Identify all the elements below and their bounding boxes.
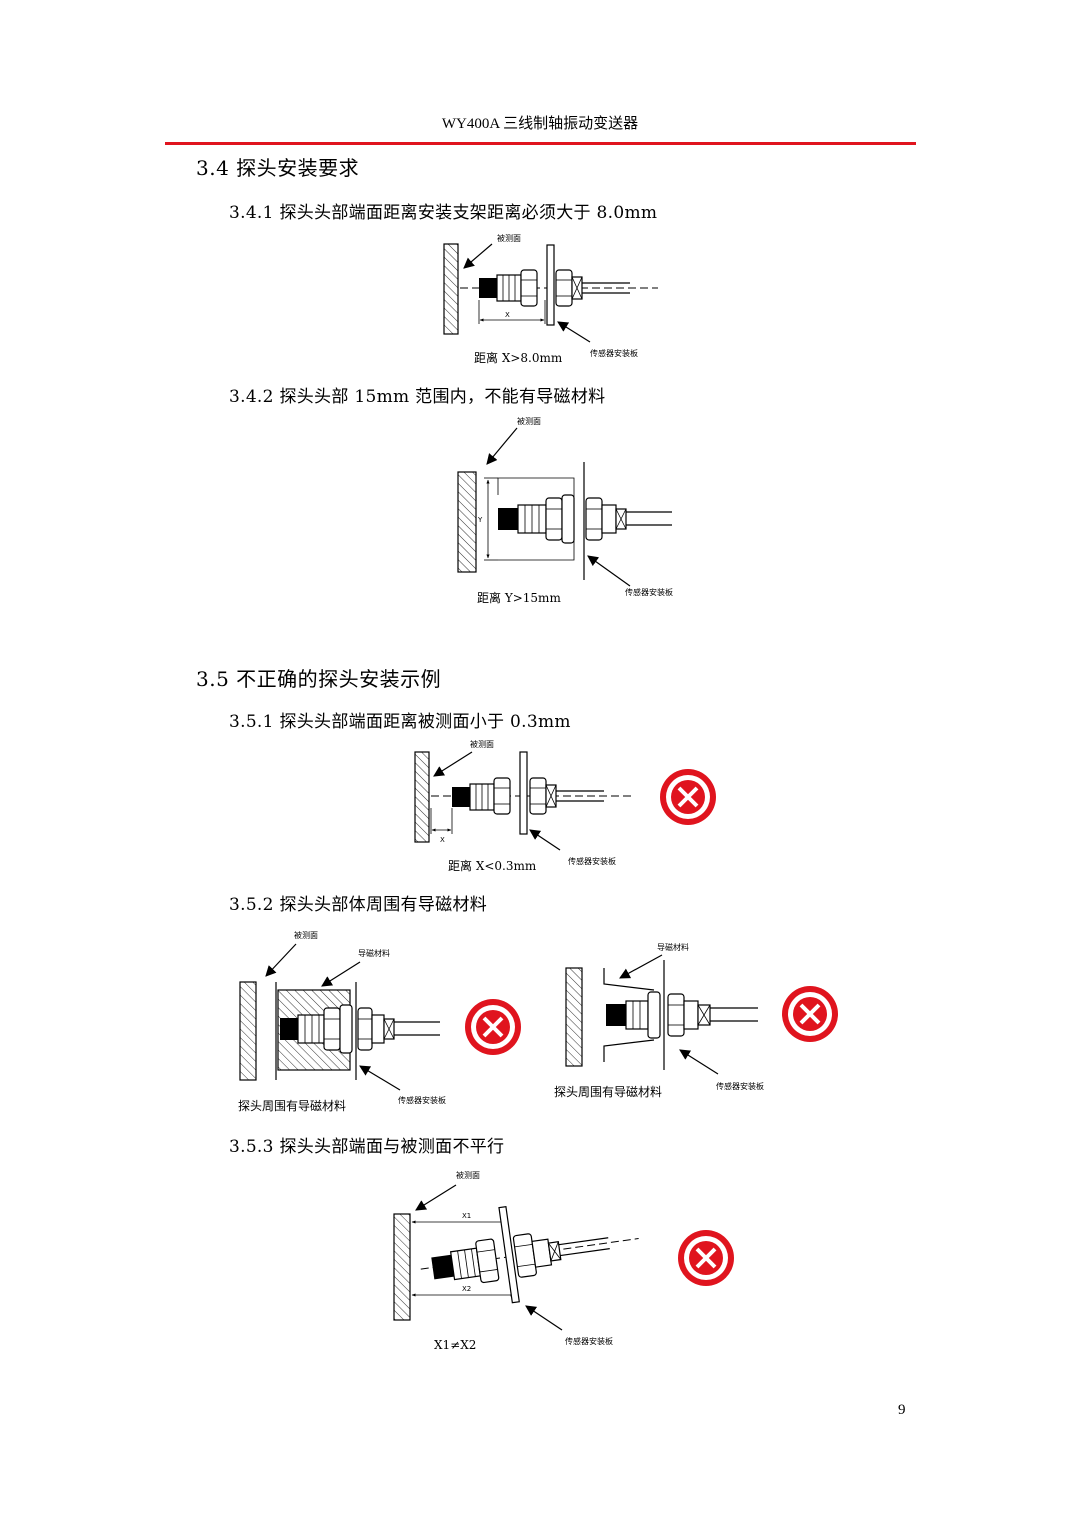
wrong-icon — [782, 986, 838, 1042]
section-3-4-2-title: 3.4.2 探头头部 15mm 范围内，不能有导磁材料 — [229, 387, 606, 407]
label-magnetic-material: 导磁材料 — [657, 942, 689, 952]
caption-fig4b: 探头周围有导磁材料 — [554, 1084, 662, 1099]
label-mount-plate: 传感器安装板 — [625, 587, 673, 597]
caption-fig3: 距离 X<0.3mm — [448, 858, 537, 873]
label-mount-plate: 传感器安装板 — [398, 1095, 446, 1105]
caption-fig2: 距离 Y>15mm — [477, 590, 561, 605]
header-rule — [165, 142, 916, 145]
section-3-5-1-title: 3.5.1 探头头部端面距离被测面小于 0.3mm — [229, 712, 571, 732]
label-mount-plate: 传感器安装板 — [590, 348, 638, 358]
wrong-icon — [465, 999, 521, 1055]
label-measured-surface: 被测面 — [456, 1170, 480, 1180]
page-header: WY400A 三线制轴振动变送器 — [441, 116, 639, 132]
label-measured-surface: 被测面 — [294, 930, 318, 940]
wrong-icon — [660, 769, 716, 825]
section-3-5-3-title: 3.5.3 探头头部端面与被测面不平行 — [229, 1137, 505, 1157]
section-3-5-title: 3.5 不正确的探头安装示例 — [196, 667, 442, 691]
label-mount-plate: 传感器安装板 — [565, 1336, 613, 1346]
caption-fig1: 距离 X>8.0mm — [474, 350, 563, 365]
label-magnetic-material: 导磁材料 — [358, 948, 390, 958]
label-x2: X2 — [462, 1285, 471, 1293]
label-measured-surface: 被测面 — [497, 233, 521, 243]
caption-fig4a: 探头周围有导磁材料 — [238, 1098, 346, 1113]
label-y: Y — [477, 516, 483, 524]
wrong-icon — [678, 1230, 734, 1286]
section-3-4-title: 3.4 探头安装要求 — [196, 156, 360, 180]
label-measured-surface: 被测面 — [470, 739, 494, 749]
page-number: 9 — [898, 1402, 906, 1418]
label-mount-plate: 传感器安装板 — [716, 1081, 764, 1091]
section-3-5-2-title: 3.5.2 探头头部体周围有导磁材料 — [229, 895, 488, 915]
caption-fig5: X1≠X2 — [434, 1338, 476, 1352]
section-3-4-1-title: 3.4.1 探头头部端面距离安装支架距离必须大于 8.0mm — [229, 203, 658, 223]
label-x1: X1 — [462, 1212, 471, 1220]
label-mount-plate: 传感器安装板 — [568, 856, 616, 866]
label-x: X — [440, 836, 445, 844]
label-measured-surface: 被测面 — [517, 416, 541, 426]
label-x: X — [505, 311, 510, 319]
